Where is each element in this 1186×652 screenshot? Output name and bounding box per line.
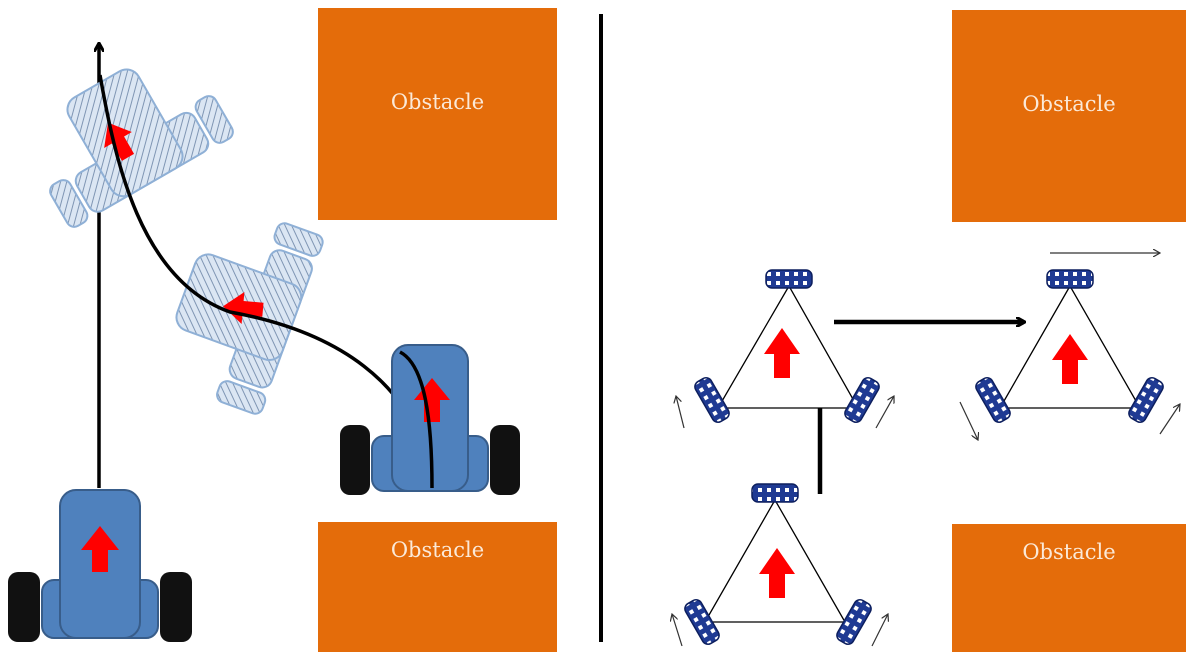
obstacle-right-bottom: Obstacle	[952, 524, 1186, 652]
heading-arrow-icon	[764, 328, 800, 378]
obstacle-label: Obstacle	[390, 90, 485, 114]
heading-arrow-icon	[223, 292, 264, 324]
obstacle-right-top: Obstacle	[952, 10, 1186, 222]
obstacle-left-top: Obstacle	[318, 8, 557, 220]
obstacle-label: Obstacle	[1022, 540, 1116, 564]
heading-arrow-icon	[1052, 334, 1088, 384]
heading-arrow-icon	[81, 526, 119, 572]
curved-path-tail	[399, 350, 434, 489]
obstacle-label: Obstacle	[1022, 92, 1116, 116]
obstacle-left-bottom: Obstacle	[318, 522, 557, 652]
obstacle-label: Obstacle	[390, 538, 485, 562]
heading-arrow-icon	[759, 548, 795, 598]
